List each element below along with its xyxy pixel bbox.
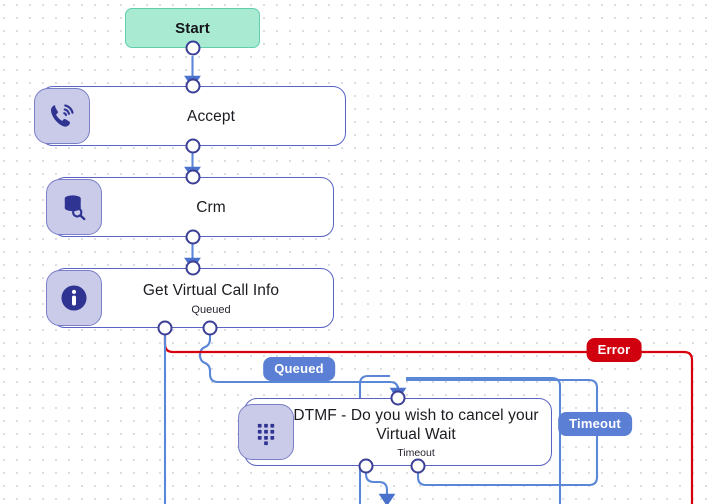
node-dtmf-cancel-virtual-wait[interactable]: DTMF - Do you wish to cancel your Virtua… bbox=[238, 398, 552, 466]
port-crm-out[interactable] bbox=[185, 229, 200, 245]
node-dtmf-label: DTMF - Do you wish to cancel your Virtua… bbox=[293, 407, 539, 443]
database-search-icon-box bbox=[46, 179, 102, 235]
node-start-label: Start bbox=[175, 19, 210, 37]
node-get-virtual-call-info-label: Get Virtual Call Info bbox=[142, 281, 280, 299]
database-search-icon bbox=[64, 195, 86, 221]
port-accept-out[interactable] bbox=[185, 138, 200, 154]
edge-label-error[interactable]: Error bbox=[586, 338, 642, 362]
port-caption-queued: Queued bbox=[191, 304, 231, 316]
port-crm-in[interactable] bbox=[185, 169, 200, 185]
port-start-out[interactable] bbox=[185, 40, 200, 56]
node-get-virtual-call-info[interactable]: Get Virtual Call Info bbox=[46, 268, 334, 328]
port-gvci-in[interactable] bbox=[185, 260, 200, 276]
dial-keypad-icon-box bbox=[238, 404, 294, 460]
port-accept-in[interactable] bbox=[185, 78, 200, 94]
port-gvci-out-error[interactable] bbox=[157, 320, 173, 336]
port-gvci-out-queued[interactable] bbox=[202, 320, 218, 336]
port-caption-timeout: Timeout bbox=[397, 447, 435, 459]
phone-call-icon bbox=[51, 104, 74, 127]
node-crm-label: Crm bbox=[196, 198, 226, 216]
node-accept-label: Accept bbox=[187, 107, 235, 125]
info-icon bbox=[61, 285, 87, 311]
edge-label-queued[interactable]: Queued bbox=[263, 357, 335, 381]
port-dtmf-out-left[interactable] bbox=[358, 458, 374, 474]
port-dtmf-out-timeout[interactable] bbox=[410, 458, 426, 474]
edge-label-timeout[interactable]: Timeout bbox=[558, 412, 632, 436]
info-icon-box bbox=[46, 270, 102, 326]
phone-call-icon-box bbox=[34, 88, 90, 144]
node-crm[interactable]: Crm bbox=[46, 177, 334, 237]
port-dtmf-in[interactable] bbox=[390, 390, 406, 406]
dial-keypad-icon bbox=[257, 423, 275, 446]
node-accept[interactable]: Accept bbox=[34, 86, 346, 146]
